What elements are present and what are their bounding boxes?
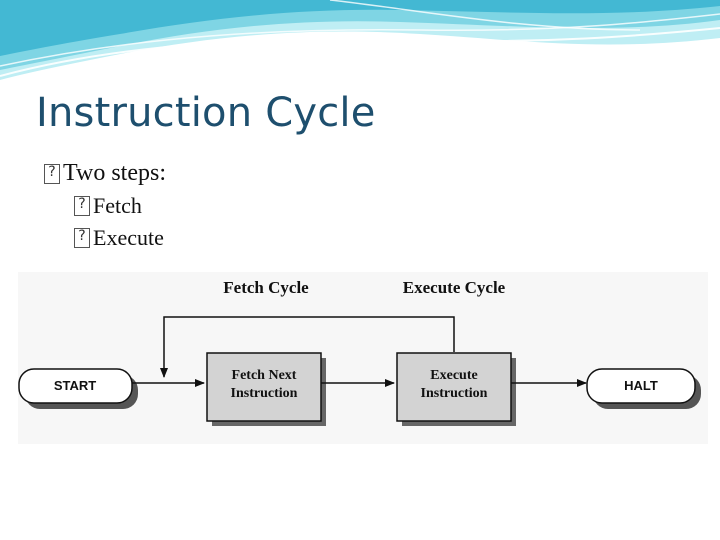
loop-back-arrow [160, 316, 455, 378]
fetch-next-instruction-box: Fetch Next Instruction [206, 352, 326, 426]
sub-bullet-item: ? Execute [74, 225, 166, 251]
execute-box-line-2: Instruction [421, 386, 488, 401]
instruction-cycle-diagram: Fetch Cycle Execute Cycle START Fetch Ne… [18, 272, 708, 444]
missing-glyph-icon: ? [44, 163, 60, 184]
slide-title: Instruction Cycle [36, 90, 376, 136]
halt-node: HALT [586, 368, 701, 409]
start-node: START [18, 368, 138, 409]
execute-instruction-box: Execute Instruction [396, 352, 516, 426]
execute-box-line-1: Execute [430, 368, 477, 383]
execute-cycle-label: Execute Cycle [403, 278, 506, 297]
bullet-list: ? Two steps: ? Fetch ? Execute [44, 160, 166, 257]
header-wave-decoration [0, 0, 720, 80]
fetch-box-line-1: Fetch Next [232, 368, 297, 383]
bullet-item: ? Two steps: [44, 160, 166, 187]
bullet-text: Execute [93, 225, 164, 250]
fetch-box-line-2: Instruction [231, 386, 298, 401]
diagram-background [18, 272, 708, 444]
bullet-text: Fetch [93, 193, 142, 218]
missing-glyph-icon: ? [74, 228, 90, 248]
bullet-text: Two steps: [63, 160, 166, 186]
start-label: START [54, 378, 96, 393]
fetch-cycle-label: Fetch Cycle [223, 278, 309, 297]
missing-glyph-icon: ? [74, 196, 90, 216]
sub-bullet-item: ? Fetch [74, 193, 166, 219]
halt-label: HALT [624, 378, 658, 393]
